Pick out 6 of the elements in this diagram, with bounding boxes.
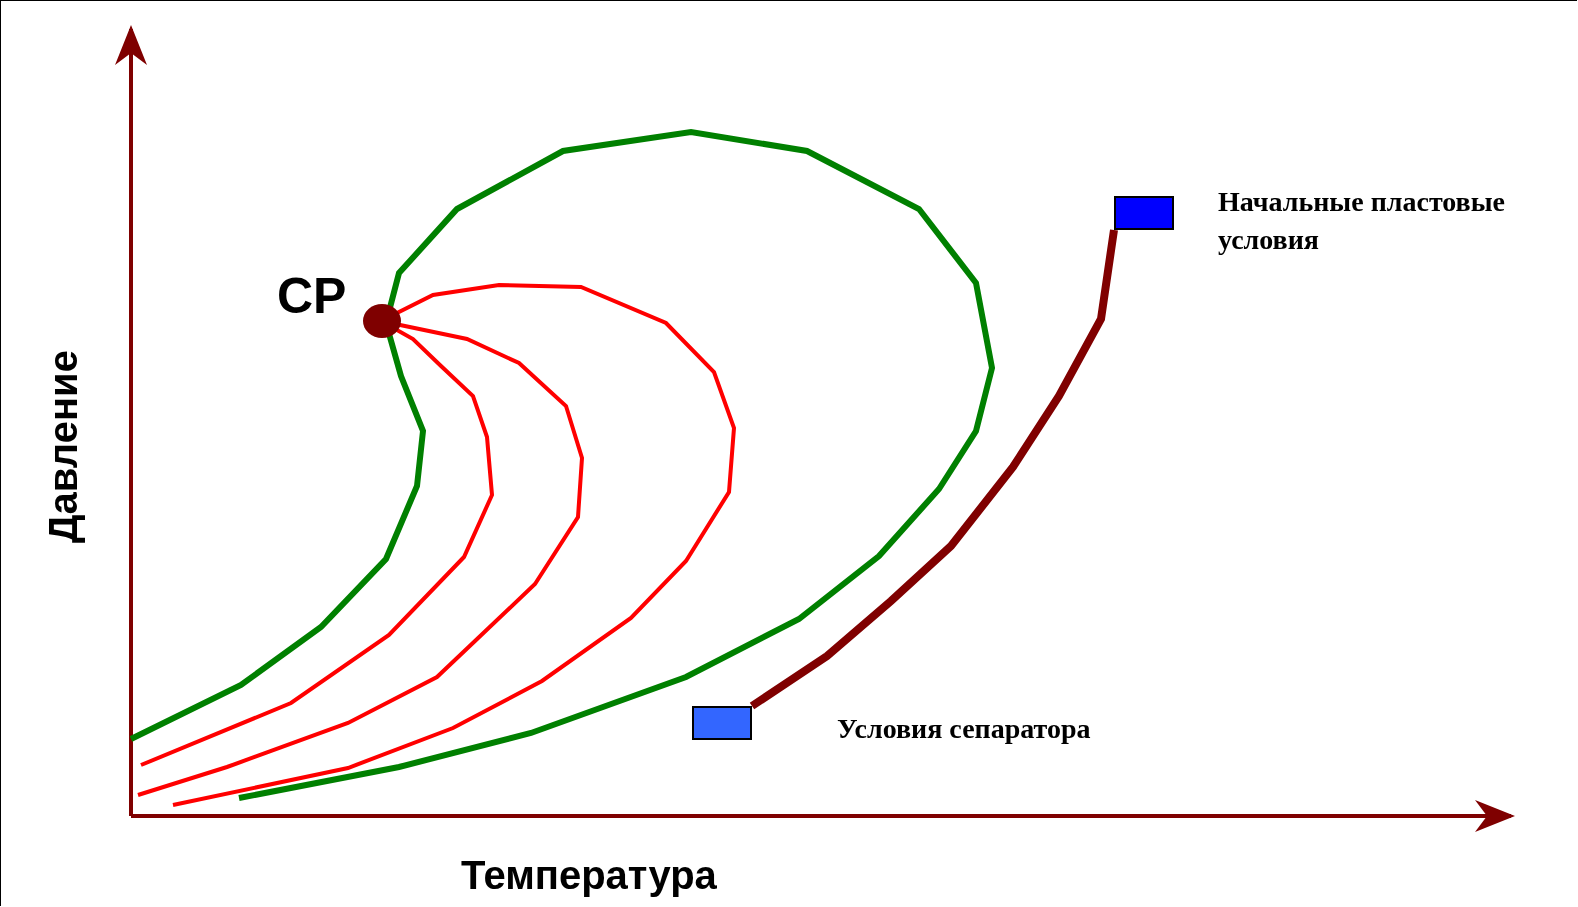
condition-label: Условия сепаратора: [837, 712, 1092, 746]
condition-label: Начальные пластовые условия: [1218, 185, 1506, 257]
axis-title: Давление: [40, 349, 86, 543]
process-path-line: [749, 229, 1118, 710]
critical-point-label: CP: [277, 267, 347, 325]
axis-title: Температура: [461, 852, 717, 898]
